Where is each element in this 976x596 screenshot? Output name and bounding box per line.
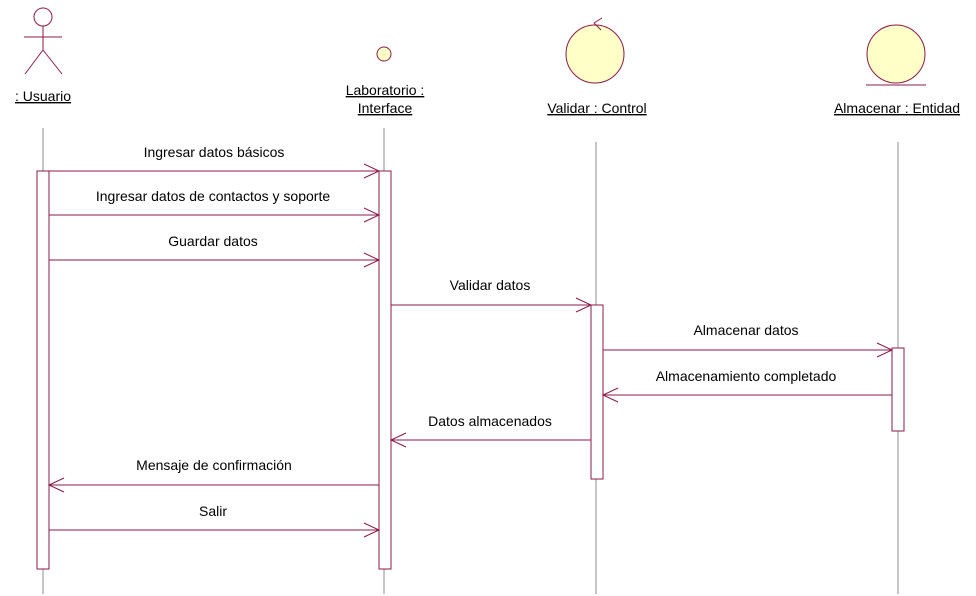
- lifeline-label-control: Validar : Control: [547, 100, 646, 116]
- lifeline-label-interface-1: Laboratorio :: [346, 82, 425, 98]
- message-arrow: [391, 297, 593, 313]
- activation-control: [590, 304, 604, 480]
- message-label: Mensaje de confirmación: [136, 457, 292, 473]
- message-arrow: [49, 522, 381, 538]
- actor-icon: [24, 7, 63, 75]
- message-label: Almacenar datos: [693, 322, 798, 338]
- message-label: Guardar datos: [168, 233, 258, 249]
- lifeline-labels: : Usuario Laboratorio : Interface Valida…: [15, 82, 960, 116]
- message-label: Almacenamiento completado: [656, 368, 837, 384]
- message-arrow: [601, 387, 892, 403]
- activation-bars: [36, 170, 905, 570]
- activation-interface: [378, 170, 392, 570]
- message-label: Ingresar datos de contactos y soporte: [96, 188, 330, 204]
- control-icon: [565, 17, 625, 84]
- message-label: Salir: [199, 503, 227, 519]
- message-arrow: [49, 252, 381, 268]
- message-arrow: [603, 342, 894, 358]
- entity-icon: [866, 24, 926, 86]
- message-arrow: [49, 163, 381, 179]
- activation-usuario: [36, 170, 50, 570]
- lifeline-label-usuario: : Usuario: [15, 88, 71, 104]
- message-label: Datos almacenados: [428, 413, 552, 429]
- message-arrow: [47, 477, 379, 493]
- message-labels: Ingresar datos básicos Ingresar datos de…: [96, 144, 837, 519]
- message-arrow: [49, 207, 381, 223]
- lifeline-label-interface-2: Interface: [358, 100, 413, 116]
- message-label: Ingresar datos básicos: [144, 144, 285, 160]
- activation-entidad: [891, 347, 905, 432]
- boundary-icon: [376, 46, 392, 62]
- messages: [47, 163, 894, 538]
- lifeline-label-entidad: Almacenar : Entidad: [834, 100, 960, 116]
- message-label: Validar datos: [450, 277, 531, 293]
- message-arrow: [389, 432, 591, 448]
